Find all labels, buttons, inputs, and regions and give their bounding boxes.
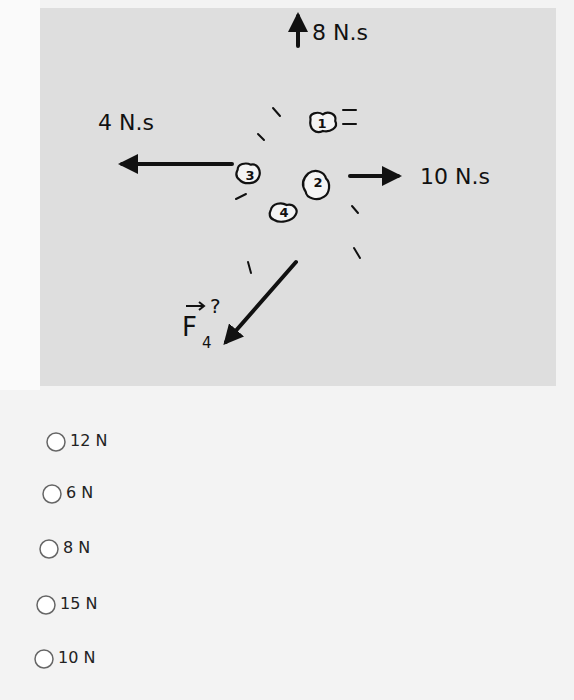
fragment-number: 2 (313, 176, 322, 189)
momentum-arrow (226, 262, 296, 342)
momentum-label: 8 N.s (312, 22, 368, 44)
answer-option: 8 N (63, 540, 90, 556)
fragment-number: 1 (317, 117, 326, 130)
answer-option: 15 N (60, 596, 97, 612)
answer-option: 6 N (66, 485, 93, 501)
fragment: 2 (303, 170, 333, 195)
fragment: 4 (269, 200, 299, 225)
vector-arrow-over-f (186, 302, 204, 310)
force-subscript: 4 (202, 336, 212, 351)
momentum-arrow (350, 174, 398, 178)
force-symbol: F (182, 314, 197, 340)
momentum-label: 4 N.s (98, 112, 154, 134)
fragment: 1 (307, 111, 337, 136)
photo-panel (40, 8, 556, 386)
fragment-number: 4 (279, 206, 288, 219)
answer-option: 10 N (58, 650, 95, 666)
fragment: 3 (235, 163, 265, 188)
spark-lines (236, 108, 360, 273)
radio-buttons (35, 433, 65, 668)
momentum-arrow (122, 162, 232, 166)
momentum-arrow (296, 16, 300, 46)
fragment-number: 3 (245, 169, 254, 182)
momentum-label: 10 N.s (420, 166, 490, 188)
answer-option: 12 N (70, 433, 107, 449)
question-mark: ? (210, 296, 221, 316)
